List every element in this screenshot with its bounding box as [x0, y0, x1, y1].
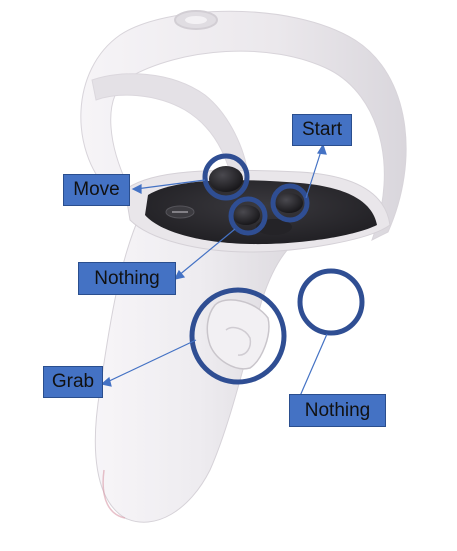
ring-button-a — [228, 196, 268, 236]
label-nothing-trigger: Nothing — [289, 394, 386, 427]
tracking-ring — [80, 10, 407, 242]
label-start: Start — [292, 114, 352, 146]
ring-button-b — [270, 183, 310, 223]
label-nothing-face: Nothing — [78, 262, 176, 295]
face-plate — [124, 166, 391, 253]
ring-trigger — [297, 268, 365, 336]
grip-button — [206, 299, 270, 370]
label-grab: Grab — [43, 366, 103, 398]
highlight-rings — [189, 153, 365, 385]
ring-grip — [189, 287, 287, 385]
ring-thumbstick — [202, 153, 250, 201]
label-move: Move — [63, 174, 130, 206]
leader-lines — [100, 143, 328, 397]
